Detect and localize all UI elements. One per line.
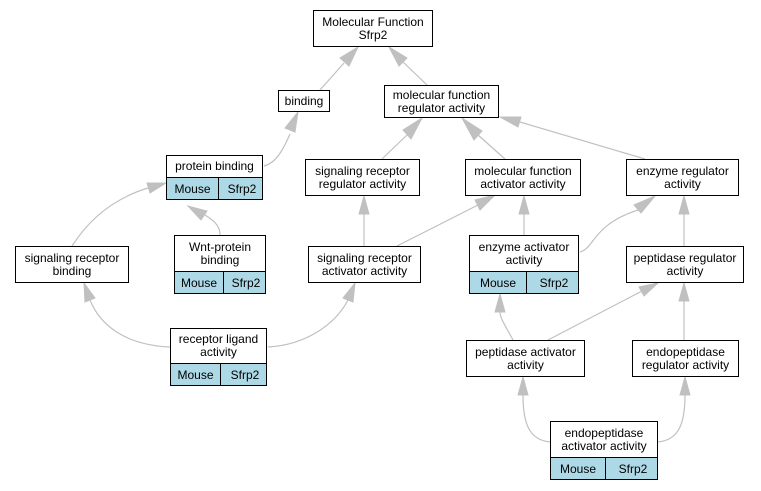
organism-tag[interactable]: Mouse: [174, 181, 211, 196]
annotation-row: Mouse Sfrp2: [167, 177, 262, 199]
edge-eaa-to-mfaa: [518, 194, 530, 235]
edge-era-to-mfra: [498, 116, 646, 160]
node-srb[interactable]: signaling receptor binding: [15, 246, 129, 283]
edge-epaa-to-paa: [517, 375, 551, 443]
gene-tag[interactable]: Sfrp2: [220, 364, 269, 385]
arrowhead: [518, 194, 530, 215]
gene-tag[interactable]: Sfrp2: [223, 272, 268, 293]
node-label: Wnt-protein binding: [188, 239, 252, 267]
annotation-row: Mouse Sfrp2: [171, 363, 266, 385]
node-label: signaling receptor binding: [24, 250, 120, 278]
arrowhead: [284, 110, 299, 133]
node-srra[interactable]: signaling receptor regulator activity: [305, 159, 420, 196]
organism-tag[interactable]: Mouse: [180, 275, 218, 290]
gene-tag[interactable]: Sfrp2: [605, 458, 660, 479]
arrowhead: [339, 45, 360, 67]
node-binding[interactable]: binding: [278, 90, 330, 112]
edge-mfra-to-mf: [387, 45, 428, 86]
node-label: molecular function activator activity: [474, 163, 572, 191]
annotation-row: Mouse Sfrp2: [551, 457, 657, 479]
edge-epra-to-pra: [678, 281, 690, 340]
node-mfaa[interactable]: molecular function activator activity: [465, 159, 581, 196]
node-label: binding: [284, 93, 324, 108]
arrowhead: [474, 194, 497, 211]
node-label: Molecular Function Sfrp2: [322, 14, 424, 42]
arrowhead: [678, 194, 690, 215]
node-label: enzyme regulator activity: [636, 163, 729, 191]
edge-paa-to-pra: [547, 282, 660, 341]
edge-eaa-to-era: [579, 195, 656, 253]
arrowhead: [679, 375, 691, 396]
arrowhead: [498, 116, 522, 128]
edge-rla-to-srb: [83, 281, 171, 348]
edge-binding-to-mf: [319, 45, 360, 91]
arrowhead: [387, 45, 408, 67]
arrowhead: [358, 194, 370, 215]
edge-srb-to-pb: [71, 182, 168, 247]
annotation-row: Mouse Sfrp2: [470, 271, 578, 293]
arrowhead: [517, 375, 529, 396]
gene-tag[interactable]: Sfrp2: [218, 178, 265, 199]
node-label: receptor ligand activity: [178, 332, 259, 359]
node-label: protein binding: [175, 159, 254, 173]
node-mf[interactable]: Molecular Function Sfrp2: [313, 10, 433, 47]
edge-sraa-to-mfaa: [396, 194, 497, 247]
arrowhead: [402, 116, 424, 140]
edge-srra-to-mfra: [381, 116, 424, 160]
node-era[interactable]: enzyme regulator activity: [626, 159, 739, 196]
arrowhead: [638, 282, 660, 297]
node-label: endopeptidase activator activity: [561, 425, 647, 453]
node-label: signaling receptor regulator activity: [315, 163, 410, 191]
node-label: peptidase regulator activity: [633, 250, 737, 278]
arrowhead: [342, 281, 356, 303]
organism-tag[interactable]: Mouse: [177, 367, 214, 382]
gene-tag[interactable]: Sfrp2: [526, 272, 581, 293]
node-label: signaling receptor activator activity: [317, 250, 412, 278]
node-label: endopeptidase regulator activity: [641, 344, 730, 372]
arrowhead: [146, 182, 168, 194]
arrowhead: [494, 292, 506, 313]
edge-rla-to-sraa: [267, 281, 356, 348]
arrowhead: [461, 117, 483, 141]
arrowhead: [83, 281, 96, 303]
edge-paa-to-eaa: [494, 292, 514, 341]
organism-tag[interactable]: Mouse: [479, 275, 517, 290]
edge-pb-to-binding: [263, 110, 299, 167]
edge-wnt-to-pb: [186, 205, 221, 236]
node-label: enzyme activator activity: [478, 239, 570, 267]
node-label: molecular function regulator activity: [392, 87, 491, 115]
arrowhead: [678, 281, 690, 302]
organism-tag[interactable]: Mouse: [559, 461, 597, 476]
node-sraa[interactable]: signaling receptor activator activity: [308, 246, 421, 283]
edge-sraa-to-srra: [358, 194, 370, 246]
node-mfra[interactable]: molecular function regulator activity: [384, 85, 499, 118]
arrowhead: [633, 195, 656, 214]
edge-epaa-to-epra: [657, 375, 691, 443]
annotation-row: Mouse Sfrp2: [175, 271, 265, 293]
node-epra[interactable]: endopeptidase regulator activity: [632, 340, 739, 377]
node-label: peptidase activator activity: [475, 344, 576, 372]
arrowhead: [186, 205, 208, 221]
edge-mfaa-to-mfra: [461, 117, 506, 160]
node-pra[interactable]: peptidase regulator activity: [626, 246, 744, 283]
edge-pra-to-era: [678, 194, 690, 246]
node-paa[interactable]: peptidase activator activity: [466, 340, 585, 377]
